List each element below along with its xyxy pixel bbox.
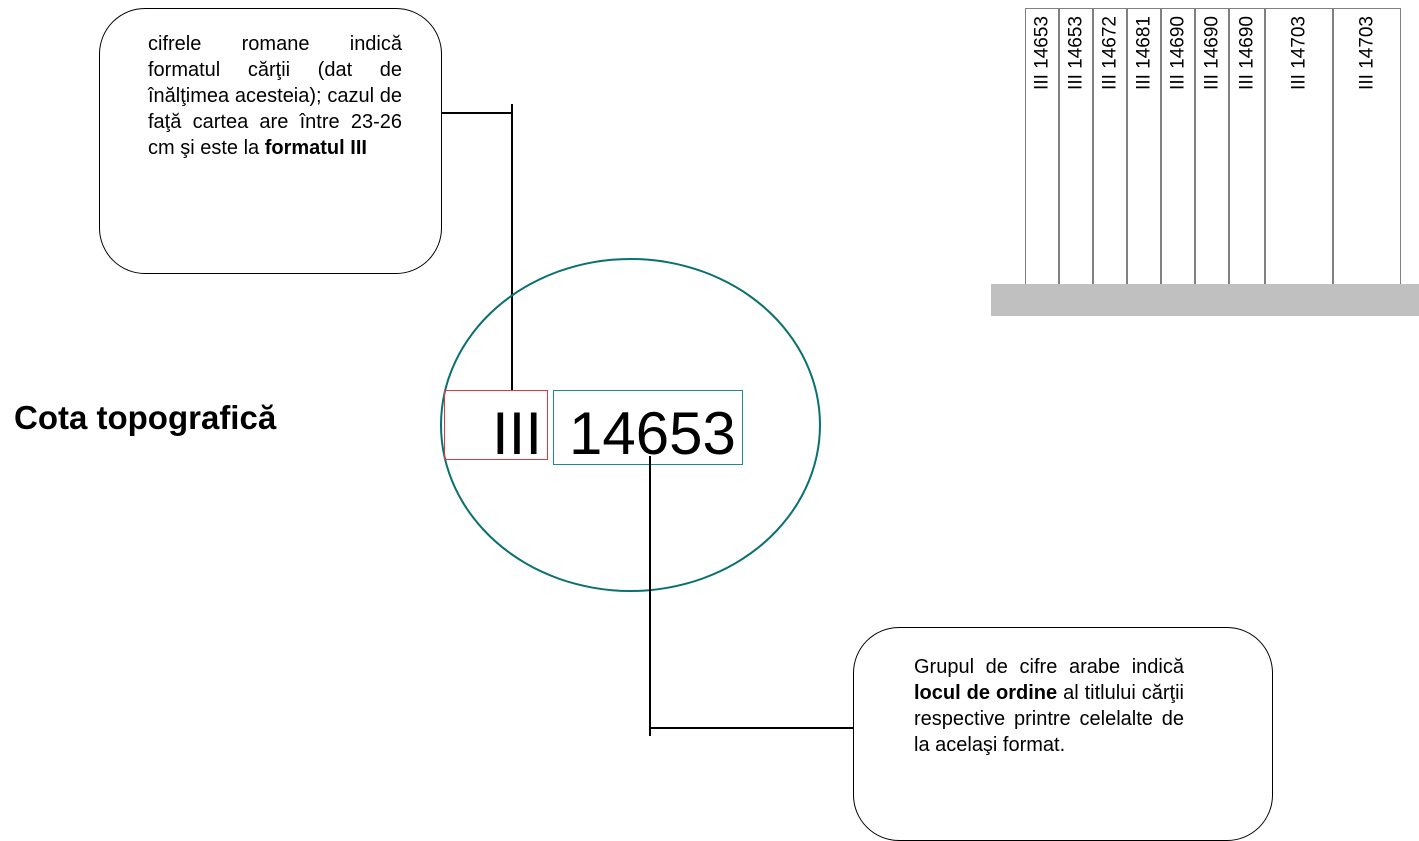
spine-label: III 14690 (1201, 16, 1223, 90)
roman-numeral-box (444, 390, 548, 460)
roman-numerals-callout: cifrele romane indică formatul cărţii (d… (99, 8, 442, 274)
arabic-numerals-text-2: al titlului cărţii respective printre ce… (914, 682, 1184, 756)
connector-bottom-vertical (649, 456, 651, 736)
book-spine: III 14653 (1059, 8, 1093, 284)
book-spine: III 14653 (1025, 8, 1059, 284)
book-spine: III 14690 (1195, 8, 1229, 284)
call-number-roman: III (492, 400, 543, 467)
book-spine: III 14672 (1093, 8, 1127, 284)
spine-label: III 14653 (1065, 16, 1087, 90)
connector-top-vertical (511, 104, 513, 391)
book-spine: III 14681 (1127, 8, 1161, 284)
format-label: formatul III (264, 137, 367, 159)
book-spine: III 14703 (1265, 8, 1333, 284)
spine-label: III 14681 (1133, 16, 1155, 90)
spine-label: III 14653 (1031, 16, 1053, 90)
call-number-oval (440, 258, 821, 592)
spine-label: III 14690 (1167, 16, 1189, 90)
roman-numerals-explanation: cifrele romane indică formatul cărţii (d… (148, 31, 402, 161)
spine-label: III 14690 (1236, 16, 1258, 90)
book-spine: III 14690 (1161, 8, 1195, 284)
order-place-label: locul de ordine (914, 682, 1058, 704)
connector-top-horizontal (442, 112, 513, 114)
arabic-numerals-callout: Grupul de cifre arabe indică locul de or… (853, 627, 1273, 841)
book-spine: III 14703 (1333, 8, 1401, 284)
arabic-numerals-explanation: Grupul de cifre arabe indică locul de or… (914, 654, 1184, 758)
roman-numerals-text: cifrele romane indică formatul cărţii (d… (148, 33, 402, 159)
spine-label: III 14703 (1288, 16, 1310, 90)
spine-label: III 14672 (1099, 16, 1121, 90)
page-title: Cota topografică (14, 399, 277, 436)
book-spine: III 14690 (1229, 8, 1265, 284)
call-number-arabic: 14653 (569, 400, 736, 467)
spine-label: III 14703 (1356, 16, 1378, 90)
connector-bottom-horizontal (649, 727, 854, 729)
shelf-board (991, 284, 1419, 316)
arabic-number-box (553, 390, 743, 465)
arabic-numerals-text-1: Grupul de cifre arabe indică (914, 656, 1184, 678)
